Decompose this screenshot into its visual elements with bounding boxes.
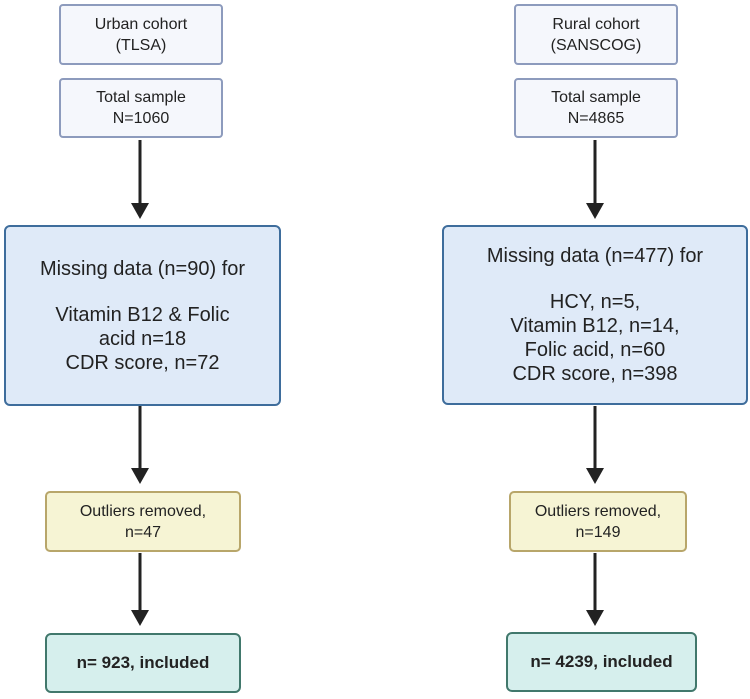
left-missing-item-3: CDR score, n=72 [65, 351, 220, 374]
left-missing-item-2: acid n=18 [98, 327, 187, 350]
right-outliers-line-2: n=149 [575, 523, 621, 541]
left-included-label: n= 923, included [76, 653, 210, 672]
arrowhead-left-3 [131, 610, 149, 626]
right-total-line-2: N=4865 [567, 110, 625, 127]
right-total-sample-box: Total sample N=4865 [514, 78, 678, 138]
left-outliers-box: Outliers removed, n=47 [45, 491, 241, 552]
right-cohort-line-2: (SANSCOG) [550, 36, 642, 54]
arrowhead-left-1 [131, 203, 149, 219]
right-missing-item-4: CDR score, n=398 [512, 363, 678, 385]
right-outliers-box: Outliers removed, n=149 [509, 491, 687, 552]
arrowhead-right-1 [586, 203, 604, 219]
right-cohort-box: Rural cohort (SANSCOG) [514, 4, 678, 65]
right-outliers-line-1: Outliers removed, [534, 502, 662, 520]
arrowhead-right-2 [586, 468, 604, 484]
right-missing-item-1: HCY, n=5, [549, 291, 641, 313]
left-cohort-box: Urban cohort (TLSA) [59, 4, 223, 65]
arrowhead-left-2 [131, 468, 149, 484]
right-missing-title: Missing data (n=477) for [486, 245, 704, 267]
right-included-box: n= 4239, included [506, 632, 697, 692]
left-total-line-1: Total sample [96, 89, 186, 106]
arrowhead-right-3 [586, 610, 604, 626]
left-cohort-line-1: Urban cohort [94, 15, 188, 33]
left-cohort-line-2: (TLSA) [115, 36, 167, 54]
right-missing-data-box: Missing data (n=477) for HCY, n=5, Vitam… [442, 225, 748, 405]
right-missing-item-2: Vitamin B12, n=14, [510, 315, 680, 337]
left-included-box: n= 923, included [45, 633, 241, 693]
left-missing-title: Missing data (n=90) for [39, 257, 246, 280]
left-total-sample-box: Total sample N=1060 [59, 78, 223, 138]
right-cohort-line-1: Rural cohort [552, 15, 640, 33]
right-total-line-1: Total sample [551, 89, 641, 106]
left-missing-item-1: Vitamin B12 & Folic [55, 303, 230, 326]
right-included-label: n= 4239, included [530, 652, 673, 671]
left-outliers-line-1: Outliers removed, [79, 502, 207, 520]
left-missing-data-box: Missing data (n=90) for Vitamin B12 & Fo… [4, 225, 281, 406]
left-outliers-line-2: n=47 [124, 523, 162, 541]
right-missing-item-3: Folic acid, n=60 [524, 339, 666, 361]
left-total-line-2: N=1060 [112, 110, 170, 127]
